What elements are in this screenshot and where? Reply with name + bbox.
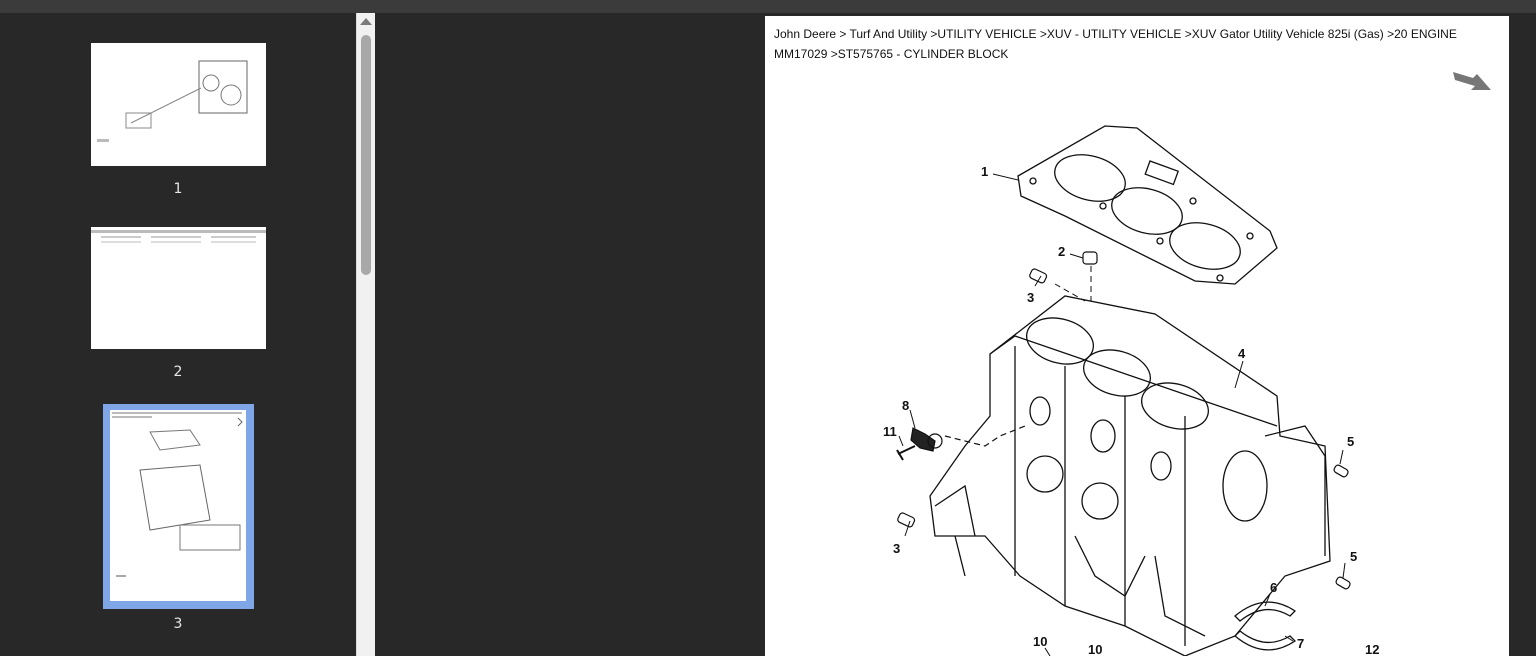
arrow-right-icon[interactable]: [1453, 72, 1491, 90]
bearing-shells: [1234, 601, 1297, 651]
callout-5-lower: 5: [1350, 549, 1357, 564]
leader-lines: [898, 173, 1346, 656]
sidebar-scrollbar[interactable]: [356, 13, 375, 656]
page-breadcrumb: John Deere > Turf And Utility >UTILITY V…: [774, 27, 1457, 61]
dowel-pins: [897, 251, 1351, 590]
callout-1: 1: [981, 164, 988, 179]
callout-3-top: 3: [1027, 290, 1034, 305]
page-thumbnail-1[interactable]: [91, 43, 266, 166]
top-toolbar: [0, 0, 1536, 13]
thumbnail-sidebar: 1 2 3: [0, 13, 356, 656]
thumbnail-3-label: 3: [173, 616, 183, 632]
thumbnail-1-label: 1: [173, 181, 183, 197]
page-thumbnail-3[interactable]: [110, 410, 246, 601]
callout-3-bottom: 3: [893, 541, 900, 556]
document-page: John Deere > Turf And Utility >UTILITY V…: [765, 16, 1509, 656]
callout-4: 4: [1238, 346, 1246, 361]
knock-sensor-part: [896, 425, 1026, 461]
callout-11: 11: [883, 424, 897, 439]
head-gasket-part: [1017, 125, 1278, 285]
scroll-up-arrow-icon[interactable]: [360, 18, 372, 25]
callout-2: 2: [1058, 244, 1065, 259]
thumbnail-2-label: 2: [173, 364, 183, 380]
callout-6: 6: [1270, 580, 1277, 595]
cylinder-block-part: [929, 295, 1331, 656]
thumbnail-2-image: [91, 230, 266, 243]
callout-10-left: 10: [1033, 634, 1047, 649]
callout-8: 8: [902, 398, 909, 413]
callout-10-right: 10: [1088, 642, 1102, 656]
scrollbar-thumb[interactable]: [361, 35, 371, 275]
callout-12: 12: [1365, 642, 1379, 656]
page-thumbnail-2[interactable]: [91, 227, 266, 349]
thumbnail-1-image: [97, 60, 248, 142]
callout-5-upper: 5: [1347, 434, 1354, 449]
cylinder-block-diagram: 1 2 3 4 8 11 5 3 5 6 7 10 10 12: [883, 72, 1491, 656]
thumbnail-3-image: [112, 412, 243, 577]
callout-7: 7: [1297, 636, 1304, 651]
